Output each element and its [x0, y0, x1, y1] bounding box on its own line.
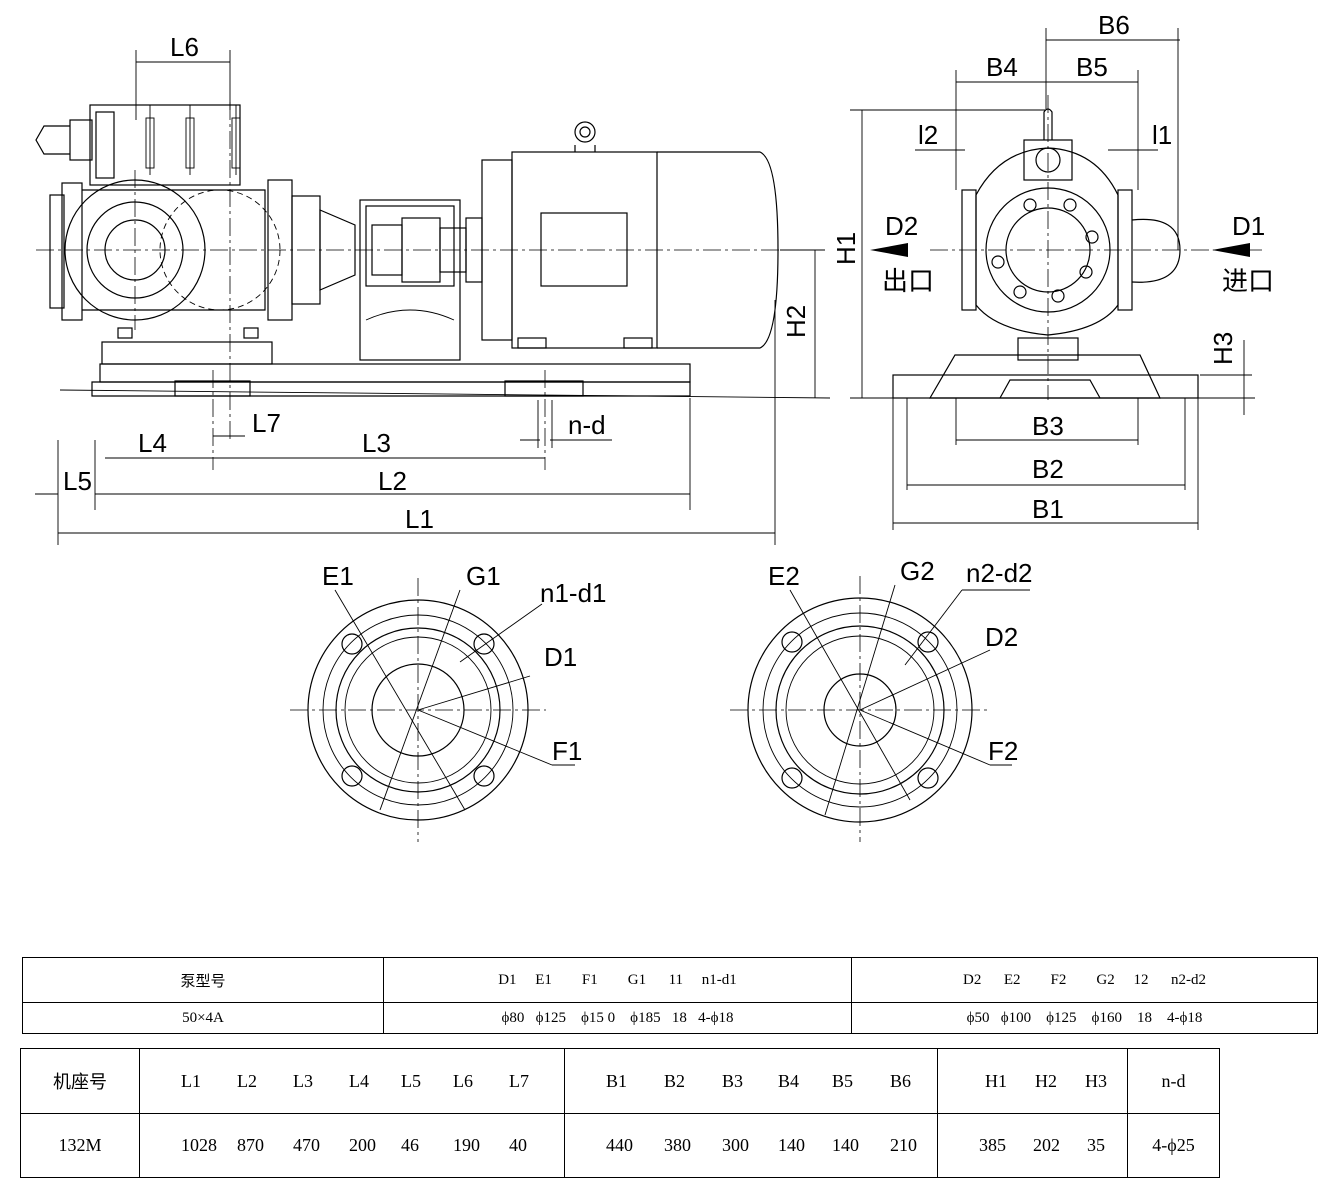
value-L5: 46	[401, 1135, 419, 1155]
dim-B2: B2	[1032, 454, 1064, 484]
dim-L5: L5	[63, 466, 92, 496]
pump-flange-table: 泵型号 D1 E1 F1 G1 11 n1-d1 D2 E2 F2 G2 12 …	[22, 957, 1318, 1034]
header-L1: L1	[181, 1070, 201, 1091]
header-H3: H3	[1085, 1070, 1107, 1091]
dim-B6: B6	[1098, 10, 1130, 40]
flange2-G2: G2	[900, 556, 935, 586]
dim-l2: l2	[918, 120, 938, 150]
outlet-D2: D2	[885, 211, 918, 241]
value-B1: 440	[606, 1135, 633, 1155]
flange1-E1: E1	[322, 561, 354, 591]
header-B6: B6	[890, 1070, 912, 1091]
base-dimension-table: 机座号 L1 L2 L3 L4 L5 L6 L7 B1 B2 B3 B4 B5 B6 H1 H2 H3 n…	[20, 1048, 1220, 1178]
table-row: 泵型号 D1 E1 F1 G1 11 n1-d1 D2 E2 F2 G2 12 …	[22, 957, 1318, 1003]
table-row: 机座号 L1 L2 L3 L4 L5 L6 L7 B1 B2 B3 B4 B5 B6 H1 H2 H3 n…	[20, 1048, 1220, 1114]
header-B5: B5	[832, 1070, 854, 1091]
front-view	[35, 102, 831, 470]
flange1-F1: F1	[552, 736, 582, 766]
dim-L1: L1	[405, 504, 434, 534]
table-row: 132M 1028 870 470 200 46 190 40 440 380 300 140 14…	[20, 1113, 1220, 1178]
dim-B5: B5	[1076, 52, 1108, 82]
pump-drawing: L6 L7 L4 L3 L5 L2 L1 n-d H2	[35, 10, 1274, 842]
flange1-G1: G1	[466, 561, 501, 591]
table-cell: n-d	[1127, 1048, 1220, 1114]
table-cell: 泵型号	[22, 957, 384, 1003]
header-L4: L4	[349, 1070, 369, 1091]
header-B1: B1	[606, 1070, 628, 1091]
value-B4: 140	[778, 1135, 805, 1155]
flange1-n1d1: n1-d1	[540, 578, 607, 608]
dim-B3: B3	[1032, 411, 1064, 441]
value-B6: 210	[890, 1135, 917, 1155]
table-cell: 4-ϕ25	[1127, 1113, 1220, 1178]
table-cell: 132M	[20, 1113, 140, 1178]
header-H2: H2	[1035, 1070, 1057, 1091]
value-H2: 202	[1033, 1135, 1060, 1155]
flange2-F2: F2	[988, 736, 1018, 766]
value-B5: 140	[832, 1135, 859, 1155]
flange2-n2d2: n2-d2	[966, 558, 1033, 588]
value-B2: 380	[664, 1135, 691, 1155]
value-L3: 470	[293, 1135, 320, 1155]
side-dimensions: B6 B4 B5 l2 l1 H1 H3 B3 B2 B1 D2 出口 D1 进…	[831, 10, 1274, 530]
flange2-D2: D2	[985, 622, 1018, 652]
dim-L2: L2	[378, 466, 407, 496]
header-H1: H1	[985, 1070, 1007, 1091]
table-row: 50×4A ϕ80 ϕ125 ϕ15 0 ϕ185 18 4-ϕ18 ϕ50 ϕ…	[22, 1002, 1318, 1034]
value-L7: 40	[509, 1135, 527, 1155]
table-cell: D1 E1 F1 G1 11 n1-d1	[383, 957, 852, 1003]
table-cell: ϕ50 ϕ100 ϕ125 ϕ160 18 4-ϕ18	[851, 1002, 1318, 1034]
table-cell: 机座号	[20, 1048, 140, 1114]
dim-H3: H3	[1208, 332, 1238, 365]
table-cell: D2 E2 F2 G2 12 n2-d2	[851, 957, 1318, 1003]
header-L3: L3	[293, 1070, 313, 1091]
table-cell: 385 202 35	[937, 1113, 1128, 1178]
table-cell: 50×4A	[22, 1002, 384, 1034]
header-L2: L2	[237, 1070, 257, 1091]
value-B3: 300	[722, 1135, 749, 1155]
header-B2: B2	[664, 1070, 686, 1091]
dim-L3: L3	[362, 428, 391, 458]
value-H3: 35	[1087, 1135, 1105, 1155]
outlet-label: 出口	[882, 266, 934, 296]
value-L4: 200	[349, 1135, 376, 1155]
dim-L7: L7	[252, 408, 281, 438]
dim-L4: L4	[138, 428, 167, 458]
table-cell: B1 B2 B3 B4 B5 B6	[564, 1048, 938, 1114]
table-cell: 440 380 300 140 140 210	[564, 1113, 938, 1178]
value-H1: 385	[979, 1135, 1006, 1155]
header-L5: L5	[401, 1070, 421, 1091]
table-cell: ϕ80 ϕ125 ϕ15 0 ϕ185 18 4-ϕ18	[383, 1002, 852, 1034]
inlet-D1: D1	[1232, 211, 1265, 241]
dim-B4: B4	[986, 52, 1018, 82]
flange2-E2: E2	[768, 561, 800, 591]
dim-l1: l1	[1152, 120, 1172, 150]
value-L2: 870	[237, 1135, 264, 1155]
table-cell: 1028 870 470 200 46 190 40	[139, 1113, 565, 1178]
side-view	[850, 95, 1262, 400]
header-L7: L7	[509, 1070, 529, 1091]
header-B3: B3	[722, 1070, 744, 1091]
dim-nd: n-d	[568, 410, 606, 440]
value-L6: 190	[453, 1135, 480, 1155]
header-B4: B4	[778, 1070, 800, 1091]
header-L6: L6	[453, 1070, 473, 1091]
dim-H1: H1	[831, 232, 861, 265]
flange-outlet: E2 G2 n2-d2 D2 F2	[730, 556, 1033, 842]
value-L1: 1028	[181, 1135, 217, 1155]
front-dimensions: L6 L7 L4 L3 L5 L2 L1 n-d H2	[35, 32, 825, 545]
flange-inlet: E1 G1 n1-d1 D1 F1	[290, 561, 607, 842]
dim-H2: H2	[781, 305, 811, 338]
table-cell: L1 L2 L3 L4 L5 L6 L7	[139, 1048, 565, 1114]
inlet-label: 进口	[1222, 266, 1274, 296]
dim-B1: B1	[1032, 494, 1064, 524]
flange1-D1: D1	[544, 642, 577, 672]
dim-L6: L6	[170, 32, 199, 62]
table-cell: H1 H2 H3	[937, 1048, 1128, 1114]
